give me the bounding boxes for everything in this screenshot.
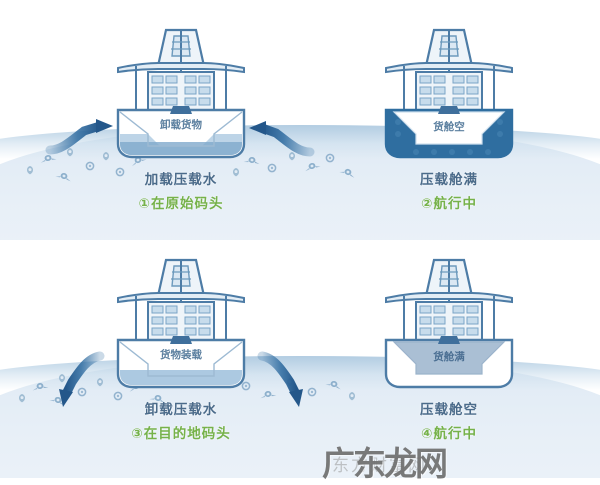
panel-stage-3: 货物装载 卸载压载水 ③在目的地码头 <box>96 252 266 441</box>
watermark: 东方财富网 广东龙网 <box>322 437 592 483</box>
hull-label-1: 卸载货物 <box>160 118 202 131</box>
caption-main-1: 加载压载水 <box>144 172 218 187</box>
hull-label-3: 货物装载 <box>159 348 202 361</box>
caption-sub-4: ④航行中 <box>421 426 477 441</box>
panel-stage-2: 货舱空 压载舱满 ②航行中 <box>364 22 534 211</box>
caption-1: 加载压载水 ①在原始码头 <box>81 168 281 212</box>
ship-illustration-2: 货舱空 <box>364 22 534 162</box>
panel-stage-1: 卸载货物 加载压载水 ①在原始码头 <box>96 22 266 211</box>
caption-2: 压载舱满 ②航行中 <box>349 168 549 212</box>
caption-main-2: 压载舱满 <box>420 172 478 187</box>
hull-4 <box>384 336 514 389</box>
ship-illustration-1: 卸载货物 <box>96 22 266 162</box>
ship-illustration-3: 货物装载 <box>96 252 266 392</box>
hull-2 <box>384 106 514 159</box>
caption-sub-1: ①在原始码头 <box>138 196 224 211</box>
superstructure-1 <box>117 28 245 112</box>
superstructure-2 <box>385 28 513 112</box>
caption-3: 卸载压载水 ③在目的地码头 <box>81 398 281 442</box>
superstructure-4 <box>385 258 513 342</box>
hull-label-4: 货舱满 <box>432 350 465 363</box>
hull-label-2: 货舱空 <box>432 120 465 133</box>
hull-3 <box>116 336 246 389</box>
watermark-main-text: 广东龙网 <box>322 444 448 483</box>
watermark-sub-text: 东方财富网 <box>332 456 427 476</box>
caption-main-4: 压载舱空 <box>420 402 478 417</box>
caption-sub-2: ②航行中 <box>421 196 477 211</box>
caption-main-3: 卸载压载水 <box>144 402 218 417</box>
panel-stage-4: 货舱满 压载舱空 ④航行中 <box>364 252 534 441</box>
hull-1 <box>116 106 246 159</box>
caption-sub-3: ③在目的地码头 <box>131 426 231 441</box>
superstructure-3 <box>117 258 245 342</box>
caption-4: 压载舱空 ④航行中 <box>349 398 549 442</box>
ship-illustration-4: 货舱满 <box>364 252 534 392</box>
